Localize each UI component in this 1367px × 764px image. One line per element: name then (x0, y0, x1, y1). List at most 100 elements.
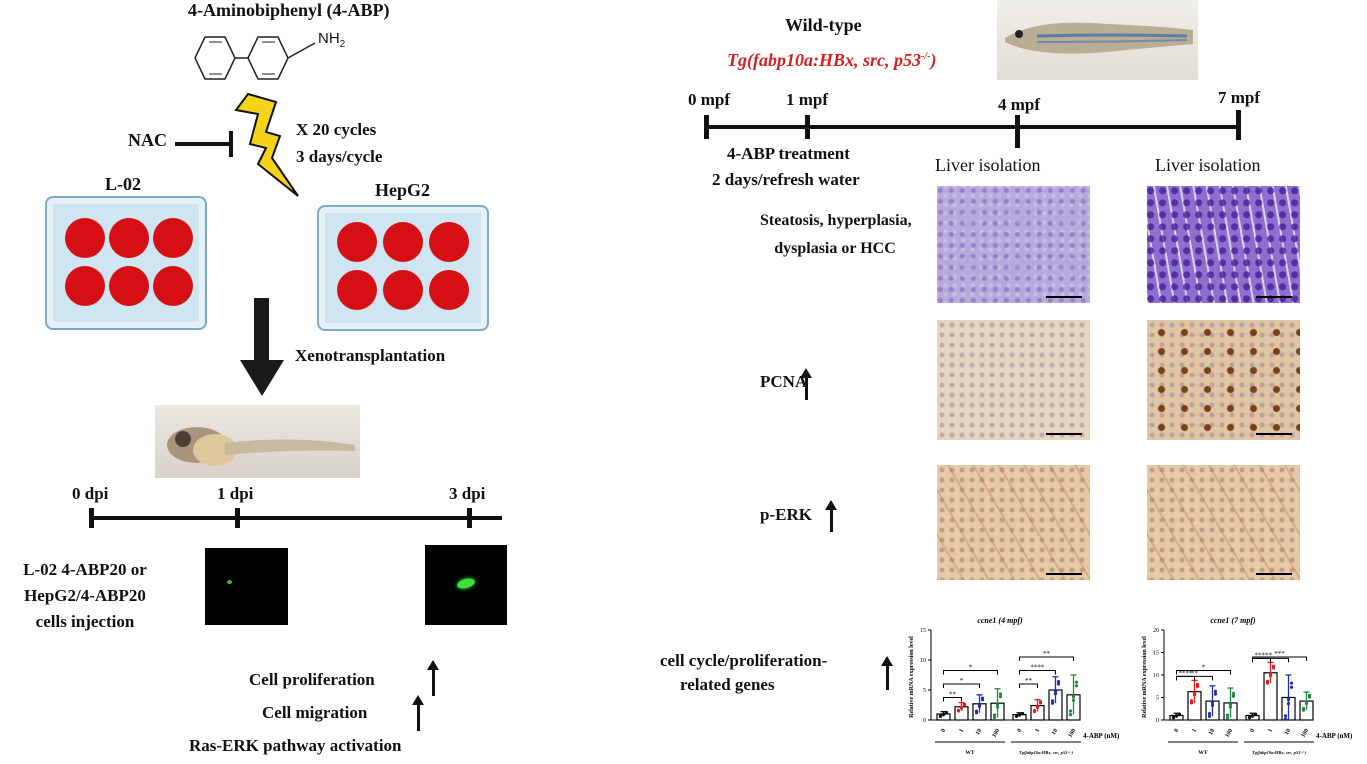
data-point (992, 713, 997, 717)
data-point (1231, 691, 1236, 696)
data-point (977, 703, 982, 707)
data-point (998, 692, 1003, 696)
treatment-label: 4-ABP treatment (727, 144, 850, 163)
data-point (1020, 711, 1025, 716)
data-point (1213, 689, 1218, 693)
x-axis-label: 4-ABP (nM) (1316, 732, 1353, 740)
data-point (1068, 713, 1073, 717)
data-point (1053, 692, 1058, 696)
genes-label: cell cycle/proliferation-related genes (660, 651, 828, 694)
up-arrow-icon (825, 500, 837, 532)
data-point (1074, 684, 1079, 688)
data-point (1189, 699, 1194, 703)
timeline-3dpi: 3 dpi (449, 484, 486, 503)
plate-hepg2-label: HepG2 (375, 180, 431, 200)
significance-bracket (1252, 656, 1307, 661)
significance-label: * (960, 677, 964, 685)
significance-label: ** (1025, 677, 1033, 685)
inhibition-line (175, 142, 231, 146)
data-point (1032, 708, 1037, 713)
x-tick-label: 1 (1268, 728, 1275, 734)
data-point (1307, 693, 1312, 697)
timeline-7mpf: 7 mpf (1218, 88, 1261, 107)
timeline-tick (89, 508, 94, 528)
data-point (1253, 712, 1258, 716)
dpi-timeline (90, 516, 502, 520)
data-point (1231, 694, 1236, 698)
timeline-4mpf: 4 mpf (998, 95, 1041, 114)
data-point (1053, 689, 1058, 693)
timeline-1mpf: 1 mpf (786, 90, 829, 109)
significance-bracket (1019, 683, 1038, 688)
pcna-label: PCNA (760, 372, 808, 391)
data-point (1038, 700, 1043, 704)
up-arrow-icon (881, 656, 893, 690)
y-tick-label: 10 (920, 658, 926, 664)
significance-bracket (1176, 675, 1213, 681)
lightning-icon (234, 92, 299, 197)
significance-label: ** (949, 691, 957, 699)
data-point (1177, 712, 1182, 716)
chart-title: ccne1 (7 mpf) (1210, 616, 1256, 625)
outcome-migration: Cell migration (262, 703, 368, 722)
x-tick-label: 1 (1035, 728, 1042, 734)
data-point (1056, 680, 1061, 684)
data-point (1071, 695, 1076, 699)
data-point (1014, 714, 1019, 718)
he-stain-4mpf-image (937, 186, 1090, 303)
data-point (962, 702, 967, 706)
y-tick-label: 0 (1156, 718, 1159, 724)
x-tick-label: 0 (1174, 728, 1181, 734)
data-point (944, 710, 949, 715)
data-point (1192, 691, 1197, 695)
liver-isolation-7mpf: Liver isolation (1155, 155, 1261, 175)
data-point (1304, 700, 1309, 704)
outcome-proliferation: Cell proliferation (249, 670, 375, 689)
pcna-7mpf-image (1147, 320, 1300, 440)
data-point (1074, 680, 1079, 684)
x-tick-label: 10 (975, 728, 983, 736)
timeline-0dpi: 0 dpi (72, 484, 109, 503)
timeline-tick (467, 508, 472, 528)
data-point (1174, 714, 1179, 718)
timeline-tick (235, 508, 240, 528)
liver-isolation-4mpf: Liver isolation (935, 155, 1041, 175)
data-point (1071, 698, 1076, 702)
significance-label: **** (1255, 651, 1270, 659)
y-tick-label: 5 (1156, 696, 1159, 702)
significance-bracket (943, 683, 980, 688)
timeline-0mpf: 0 mpf (688, 90, 731, 109)
significance-label: **** (1179, 669, 1194, 677)
data-point (1286, 697, 1291, 702)
x-tick-label: 100 (1225, 728, 1235, 739)
significance-label: * (1269, 651, 1273, 659)
ccne1-4mpf-chart: ccne1 (4 mpf) Relative mRNA expression le… (909, 616, 1120, 756)
timeline-tick (1015, 115, 1020, 148)
data-point (1225, 716, 1230, 720)
y-tick-label: 15 (920, 628, 926, 634)
group-label: Tg(fabp10a:HBx, src, p53-/-) (1252, 750, 1307, 755)
data-point (1213, 692, 1218, 696)
y-axis-label: Relative mRNA expression level (909, 636, 915, 718)
data-point (980, 696, 985, 700)
inhibition-bar (229, 131, 233, 157)
x-tick-label: 0 (1250, 728, 1257, 734)
mpf-timeline (705, 125, 1240, 129)
data-point (1289, 681, 1294, 685)
pcna-4mpf-image (937, 320, 1090, 440)
adult-zebrafish-image (997, 0, 1198, 80)
x-tick-label: 10 (1051, 728, 1059, 736)
significance-bracket (1176, 670, 1231, 675)
data-point (1301, 706, 1306, 711)
significance-bracket (943, 697, 962, 702)
x-tick-label: 100 (992, 728, 1002, 739)
data-point (1271, 664, 1276, 668)
data-point (1210, 703, 1215, 707)
data-point (1283, 714, 1288, 718)
ccne1-7mpf-chart: ccne1 (7 mpf)Relative mRNA expression le… (1142, 616, 1353, 756)
timeline-tick (1236, 110, 1241, 140)
chart-title: ccne1 (4 mpf) (977, 616, 1023, 625)
group-label: WT (965, 750, 975, 756)
plate-l02 (45, 196, 207, 330)
data-point (1050, 701, 1055, 705)
